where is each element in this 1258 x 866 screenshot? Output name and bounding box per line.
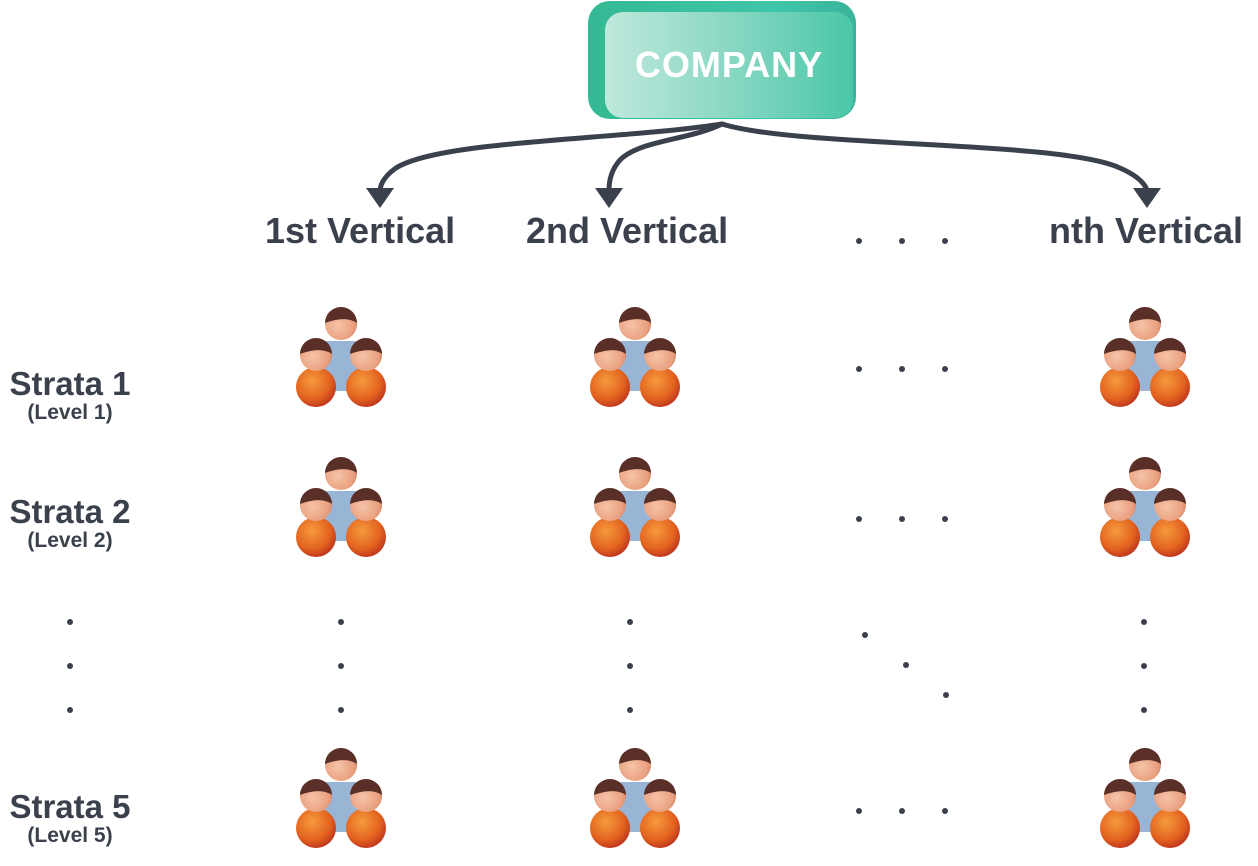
ellipsis-icon — [942, 238, 948, 244]
people-group-icon — [584, 305, 684, 415]
ellipsis-icon — [862, 632, 868, 638]
ellipsis-icon — [1141, 619, 1147, 625]
ellipsis-icon — [627, 707, 633, 713]
ellipsis-icon — [899, 808, 905, 814]
strata-1-name: Strata 1 — [9, 365, 131, 402]
arrow-to-2nd-vertical — [606, 121, 725, 193]
ellipsis-icon — [903, 662, 909, 668]
strata-2-name: Strata 2 — [9, 493, 131, 530]
arrowhead-2nd — [595, 188, 623, 208]
strata-5-label: Strata 5 (Level 5) — [0, 789, 140, 847]
ellipsis-icon — [856, 516, 862, 522]
ellipsis-icon — [943, 692, 949, 698]
vertical-n-label: nth Vertical — [1049, 210, 1244, 251]
strata-1-label: Strata 1 (Level 1) — [0, 366, 140, 424]
vertical-2-label: 2nd Vertical — [526, 210, 729, 251]
arrow-to-1st-vertical — [377, 121, 725, 193]
ellipsis-icon — [67, 663, 73, 669]
ellipsis-icon — [942, 516, 948, 522]
strata-5-name: Strata 5 — [9, 788, 131, 825]
strata-2-level: (Level 2) — [27, 529, 113, 552]
ellipsis-icon — [67, 619, 73, 625]
people-group-icon — [1094, 455, 1194, 565]
strata-1-level: (Level 1) — [27, 401, 113, 424]
people-group-icon — [584, 746, 684, 856]
ellipsis-icon — [338, 619, 344, 625]
people-group-icon — [290, 305, 390, 415]
ellipsis-icon — [627, 619, 633, 625]
ellipsis-icon — [942, 366, 948, 372]
people-group-icon — [290, 746, 390, 856]
ellipsis-icon — [942, 808, 948, 814]
people-group-icon — [1094, 305, 1194, 415]
people-group-icon — [584, 455, 684, 565]
ellipsis-icon — [1141, 663, 1147, 669]
ellipsis-icon — [856, 238, 862, 244]
ellipsis-icon — [856, 366, 862, 372]
vertical-1-label: 1st Vertical — [265, 210, 456, 251]
ellipsis-icon — [627, 663, 633, 669]
arrow-to-nth-vertical — [719, 121, 1150, 193]
ellipsis-icon — [1141, 707, 1147, 713]
ellipsis-icon — [338, 707, 344, 713]
ellipsis-icon — [338, 663, 344, 669]
company-box — [605, 12, 853, 118]
ellipsis-icon — [856, 808, 862, 814]
arrowhead-nth — [1133, 188, 1161, 208]
ellipsis-icon — [67, 707, 73, 713]
strata-5-level: (Level 5) — [27, 824, 113, 847]
strata-2-label: Strata 2 (Level 2) — [0, 494, 140, 552]
arrowhead-1st — [366, 188, 394, 208]
ellipsis-icon — [899, 516, 905, 522]
company-label: COMPANY — [634, 44, 824, 85]
ellipsis-icon — [899, 238, 905, 244]
people-group-icon — [1094, 746, 1194, 856]
ellipsis-icon — [899, 366, 905, 372]
people-group-icon — [290, 455, 390, 565]
